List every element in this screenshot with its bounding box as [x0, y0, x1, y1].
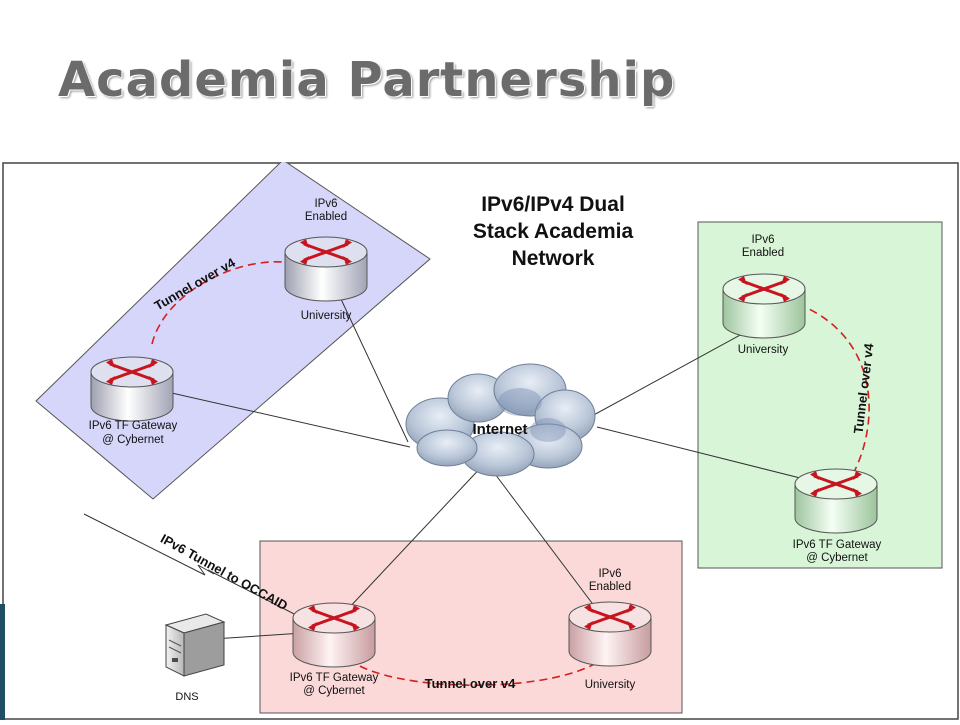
dns-server-icon: [164, 613, 226, 677]
slide-title: Academia Partnership: [58, 52, 676, 108]
green-university-label-line1: IPv6: [751, 234, 774, 246]
internet-label: Internet: [472, 421, 527, 438]
green-gateway-label-line2: @ Cybernet: [806, 552, 868, 564]
green-university-name: University: [738, 344, 789, 356]
pink-university-router-icon: [568, 601, 652, 667]
internet-cloud-icon: Internet: [405, 363, 596, 477]
slide-accent-bar: [0, 604, 5, 720]
pink-university-name: University: [585, 679, 636, 691]
green-gateway-router-icon: [794, 468, 878, 534]
diagram-heading-line3: Network: [512, 247, 595, 270]
blue-university-label-line1: IPv6: [314, 198, 337, 210]
tunnel-blue: [151, 261, 283, 345]
blue-university-name: University: [301, 310, 352, 322]
pink-university-label-line1: IPv6: [598, 568, 621, 580]
tunnel-label-pink: Tunnel over v4: [425, 676, 517, 691]
pink-gateway-label-line2: @ Cybernet: [303, 685, 365, 697]
pink-university-label-line2: Enabled: [589, 581, 631, 593]
blue-university-label-line2: Enabled: [305, 211, 347, 223]
green-university-router-icon: [722, 273, 806, 339]
blue-gateway-label-line2: @ Cybernet: [102, 434, 164, 446]
tunnels: [151, 261, 870, 687]
routers: [90, 236, 878, 668]
pink-gateway-router-icon: [292, 602, 376, 668]
tunnel-green: [797, 303, 870, 475]
blue-gateway-label-line1: IPv6 TF Gateway: [89, 420, 178, 432]
blue-university-router-icon: [284, 236, 368, 302]
dns-label: DNS: [175, 691, 198, 703]
green-gateway-label-line1: IPv6 TF Gateway: [793, 539, 882, 551]
diagram-heading-line2: Stack Academia: [473, 220, 634, 243]
green-university-label-line2: Enabled: [742, 247, 784, 259]
pink-gateway-label-line1: IPv6 TF Gateway: [290, 672, 379, 684]
external-tunnel-link: [83, 513, 307, 621]
network-diagram: Tunnel over v4 Tunnel over v4 Tunnel ove…: [0, 159, 960, 720]
blue-gateway-router-icon: [90, 356, 174, 422]
diagram-heading-line1: IPv6/IPv4 Dual: [481, 193, 625, 216]
tunnel-pink: [339, 649, 599, 687]
